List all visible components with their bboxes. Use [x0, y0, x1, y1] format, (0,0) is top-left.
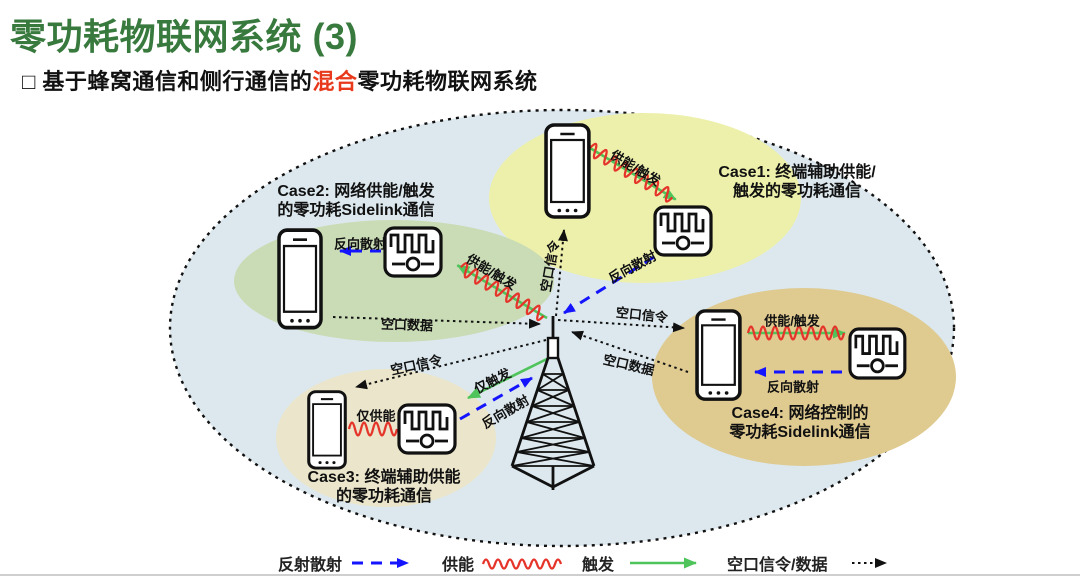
- subtitle-suffix: 零功耗物联网系统: [357, 69, 538, 94]
- case1-phone-icon: [544, 123, 591, 219]
- case3-title-line1: Case3: 终端辅助供能: [307, 468, 461, 486]
- case1-title-line2: 触发的零功耗通信: [732, 183, 861, 200]
- case3-energize-label: 仅供能: [356, 408, 396, 424]
- case4-air-data-arrow: [571, 330, 689, 373]
- case2-title: Case2: 网络供能/触发 的零功耗Sidelink通信: [277, 182, 434, 220]
- case4-energize-trigger-arrow: [746, 325, 846, 341]
- square-bullet-icon: □: [22, 69, 36, 94]
- case3-phone-icon: [307, 390, 347, 470]
- case4-energize-trigger-label: 供能/触发: [764, 313, 820, 329]
- case4-tag-icon: [848, 327, 907, 380]
- case2-air-data-arrow: [332, 316, 541, 329]
- subtitle-highlight: 混合: [312, 69, 358, 94]
- case4-backscatter-label: 反向散射: [766, 379, 820, 395]
- case2-backscatter-label: 反向散射: [333, 236, 387, 252]
- legend-air-label: 空口信令/数据: [727, 557, 828, 574]
- case2-phone-icon: [277, 228, 323, 330]
- case2-tag-icon: [383, 226, 443, 278]
- case3-tag-icon: [397, 403, 457, 455]
- slide-bottom-rule: [0, 574, 1080, 576]
- legend-energize-label: 供能: [442, 557, 475, 574]
- case4-phone-icon: [695, 309, 742, 402]
- case2-title-line1: Case2: 网络供能/触发: [277, 182, 435, 200]
- case4-title: Case4: 网络控制的 零功耗Sidelink通信: [729, 404, 870, 442]
- legend-energize-swatch: [481, 558, 563, 570]
- case1-air-signaling-arrow: [555, 229, 568, 317]
- case1-title: Case1: 终端辅助供能/ 触发的零功耗通信: [718, 163, 875, 201]
- page-title: 零功耗物联网系统 (3): [10, 16, 359, 57]
- case1-title-line1: Case1: 终端辅助供能/: [718, 163, 876, 181]
- case2-energize-trigger-arrow: [456, 261, 548, 322]
- case1-energize-trigger-arrow: [589, 142, 677, 203]
- subtitle: □ 基于蜂窝通信和侧行通信的混合零功耗物联网系统: [22, 64, 537, 96]
- case2-title-line2: 的零功耗Sidelink通信: [277, 202, 435, 219]
- subtitle-prefix: 基于蜂窝通信和侧行通信的: [35, 69, 313, 94]
- case3-title: Case3: 终端辅助供能 的零功耗通信: [308, 468, 461, 506]
- base-station-tower-icon: [510, 316, 596, 490]
- legend-backscatter-label: 反射散射: [278, 557, 343, 574]
- case3-trigger-arrow: [467, 355, 552, 400]
- case4-title-line1: Case4: 网络控制的: [731, 404, 869, 422]
- case3-energize-wave: [347, 421, 399, 437]
- case3-title-line2: 的零功耗通信: [335, 488, 432, 505]
- case2-air-data-label: 空口数据: [380, 316, 434, 334]
- legend-trigger-label: 触发: [582, 557, 615, 574]
- case4-title-line2: 零功耗Sidelink通信: [729, 424, 871, 441]
- case3-backscatter-arrow: [459, 376, 533, 421]
- case1-tag-icon: [653, 205, 713, 257]
- case3-air-signaling-arrow: [355, 339, 547, 390]
